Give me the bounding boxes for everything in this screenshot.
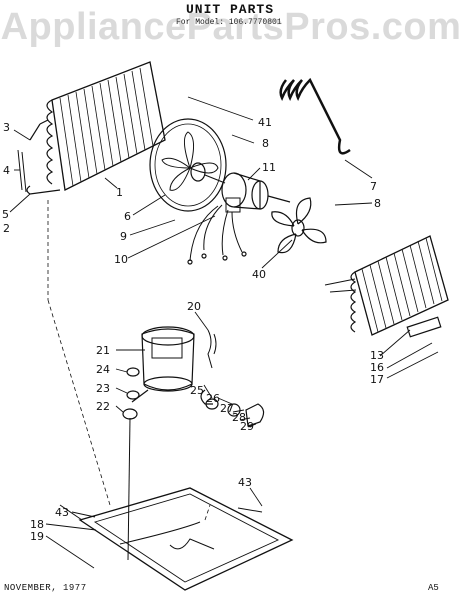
clip-bracket — [200, 389, 213, 405]
callout-25: 25 — [190, 384, 204, 397]
callout-43a: 43 — [55, 506, 69, 519]
callout-16: 16 — [370, 361, 384, 374]
terminal-leads — [207, 329, 217, 369]
fan-motor — [187, 172, 291, 265]
callout-20: 20 — [187, 300, 201, 313]
blower-wheel — [149, 118, 227, 212]
thermostat-bulb — [17, 149, 27, 193]
callout-3: 3 — [3, 121, 10, 134]
callout-17: 17 — [370, 373, 384, 386]
callout-18: 18 — [30, 518, 44, 531]
foam-seal — [406, 316, 442, 338]
callout-4: 4 — [3, 164, 10, 177]
mount-grommet — [126, 367, 140, 377]
callout-11: 11 — [262, 161, 276, 174]
callout-23: 23 — [96, 382, 110, 395]
overload-protector — [205, 398, 219, 410]
callout-10: 10 — [114, 253, 128, 266]
callout-6: 7 — [370, 180, 377, 193]
page-id: A5 — [428, 583, 439, 593]
diagram-title: UNIT PARTS — [186, 2, 275, 17]
publication-date: NOVEMBER, 1977 — [4, 583, 87, 593]
leader-lines — [9, 96, 439, 569]
relay — [227, 403, 241, 417]
callout-8a: 8 — [262, 137, 269, 150]
model-number: For Model: 106.7770801 — [176, 18, 282, 27]
callout-13: 13 — [370, 349, 384, 362]
base-pan — [59, 487, 294, 591]
alignment-lines — [47, 200, 211, 521]
callout-1: 1 — [116, 186, 123, 199]
mount-nut — [122, 408, 138, 420]
callout-26: 26 — [206, 392, 220, 405]
evaporator-coil — [26, 61, 166, 195]
callout-labels: 3 4 5 2 1 6 9 10 41 8 11 7 8 40 13 16 17… — [2, 116, 384, 543]
callout-24: 24 — [96, 363, 110, 376]
callout-29: 29 — [240, 420, 254, 433]
callout-2: 2 — [3, 222, 10, 235]
mount-washer — [126, 390, 140, 400]
callout-21: 21 — [96, 344, 110, 357]
compressor — [131, 326, 195, 403]
callout-28: 28 — [232, 411, 246, 424]
callout-7: 6 — [124, 210, 131, 223]
callout-41: 41 — [258, 116, 272, 129]
callout-8b: 8 — [374, 197, 381, 210]
capillary-tube — [279, 77, 351, 155]
callout-40: 40 — [252, 268, 266, 281]
condenser-coil — [324, 235, 449, 336]
callout-27: 27 — [220, 402, 234, 415]
condenser-fan — [271, 197, 327, 254]
terminal-cover — [245, 403, 265, 427]
callout-43b: 43 — [238, 476, 252, 489]
callout-19: 19 — [30, 530, 44, 543]
callout-9: 9 — [120, 230, 127, 243]
callout-5: 5 — [2, 208, 9, 221]
callout-22: 22 — [96, 400, 110, 413]
